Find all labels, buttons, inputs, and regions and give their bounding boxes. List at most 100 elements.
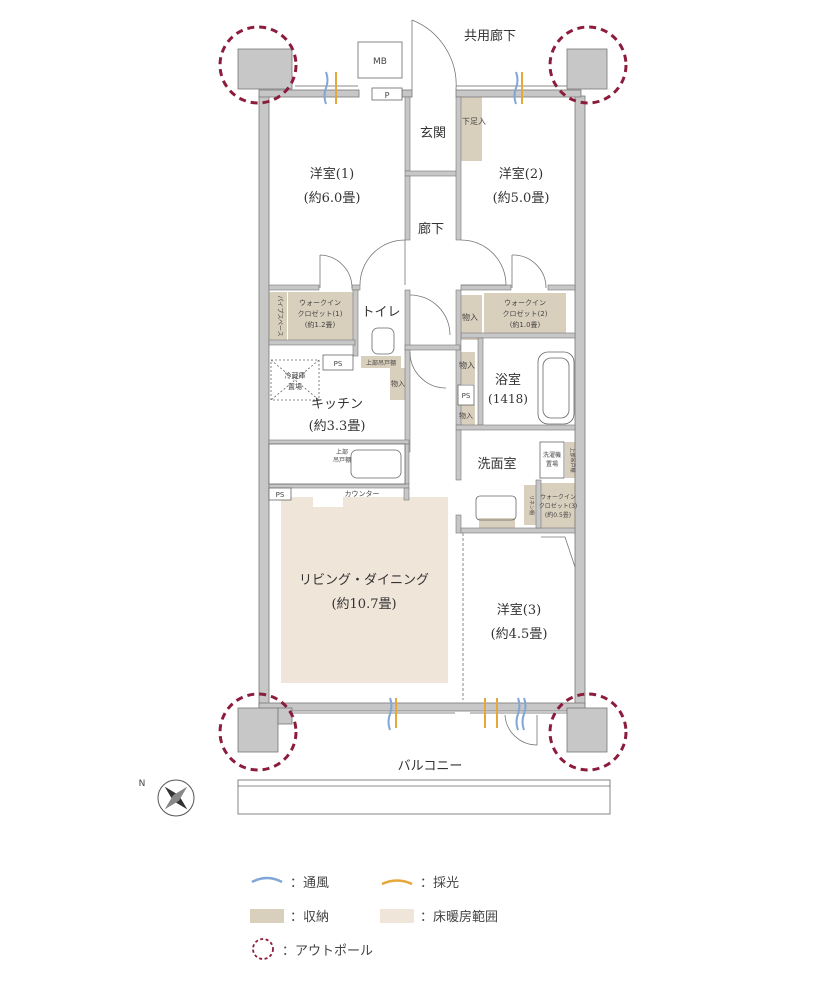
wall-inner (460, 284, 512, 291)
wic1-label-1: ウォークイン (299, 299, 341, 307)
p-box (371, 87, 403, 101)
floor-heating-swatch (380, 908, 414, 923)
fridge-label-1: 冷蔵庫 (285, 371, 306, 380)
door-hall-right (460, 239, 507, 286)
wash-basin (475, 495, 517, 521)
wall-inner (404, 344, 461, 351)
upper-cab-label: 上部吊戸棚 (366, 359, 396, 367)
wic1-label-3: (約1.2畳) (305, 320, 336, 329)
room3-name: 洋室(3) (497, 602, 541, 618)
entrance-label: 玄関 (420, 126, 446, 141)
legend-floor-heating: ：床暖房範囲 (380, 906, 498, 925)
shoe-fill (458, 97, 482, 161)
wall-left (258, 95, 270, 707)
washer-label-1: 洗濯機 (543, 451, 561, 459)
ldk-size: (約10.7畳) (331, 597, 396, 612)
mb-box (357, 41, 403, 79)
wic2-label-1: ウォークイン (504, 299, 546, 307)
kitchen-name: キッチン (311, 397, 363, 412)
storage-label: 物入 (462, 312, 478, 322)
wall-top-mid (401, 89, 413, 98)
washer-fill (565, 442, 577, 478)
storage-fill (390, 368, 405, 400)
ps-box-3 (268, 487, 292, 501)
room1-name: 洋室(1) (310, 166, 354, 182)
door-ldk (409, 351, 447, 389)
kitchen-size: (約3.3畳) (309, 419, 366, 434)
room2-name: 洋室(2) (499, 166, 543, 182)
wall-inner (404, 96, 411, 172)
storage-label: 物入 (459, 360, 475, 370)
storage-fill (458, 352, 475, 384)
wall-inner (268, 439, 410, 445)
wall-inner (455, 514, 462, 534)
entrance-door (411, 19, 457, 91)
ventilation-mark (513, 71, 519, 105)
wic3-label-2: クロゼット(3) (539, 502, 578, 510)
ps-box-2 (457, 384, 475, 406)
corridor-label: 共用廊下 (464, 28, 516, 44)
upper-cab-fill (361, 356, 401, 368)
door-hall-left (359, 239, 406, 286)
outpole-marker (548, 692, 628, 772)
storage-fill (458, 295, 482, 340)
balcony-label: バルコニー (398, 759, 463, 774)
door-balcony (504, 714, 538, 746)
wall-inner (460, 527, 576, 534)
wall-inner (404, 349, 411, 453)
wall-inner (403, 487, 410, 501)
ps-label: PS (334, 360, 343, 368)
wall-inner (404, 289, 411, 351)
room2-size: (約5.0畳) (493, 191, 550, 206)
bathtub (537, 351, 575, 425)
ps-label: PS (276, 491, 285, 499)
wall-bottom (258, 702, 586, 712)
washer-label-2: 置場 (546, 460, 558, 468)
wic2-label-3: (約1.0畳) (510, 320, 541, 329)
floor-heating-area (313, 497, 343, 507)
outpole-marker (218, 25, 298, 105)
toilet-bowl (371, 327, 395, 355)
room1-size: (約6.0畳) (304, 191, 361, 206)
pillar-tl (237, 48, 293, 90)
wall-inner (547, 284, 576, 291)
ventilation-mark (387, 697, 393, 731)
upper-cab3-label: 上部吊戸棚 (569, 447, 576, 472)
wic1-fill (288, 292, 353, 340)
door-toilet (409, 294, 451, 336)
outpole-marker (548, 25, 628, 105)
wall-inner (351, 284, 361, 291)
ps-label: PS (462, 392, 471, 400)
shoe-label: 下足入 (462, 117, 486, 126)
wic3-fill (539, 483, 577, 528)
wic3-label-1: ウォークイン (540, 493, 576, 501)
outpole-icon (252, 938, 274, 960)
door-room1 (319, 254, 353, 289)
door-wic3 (541, 536, 576, 568)
hall-label: 廊下 (418, 221, 444, 237)
wall-inner (268, 339, 356, 346)
wic2-fill (484, 293, 566, 333)
pillar-tr (566, 48, 608, 90)
wall-top-left (258, 89, 360, 98)
wall-inner (455, 424, 576, 431)
storage-label: 物入 (459, 411, 473, 420)
wall-inner (535, 479, 542, 529)
wall-inner (404, 170, 458, 177)
wall-inner (455, 96, 462, 241)
pillar-bl-stub (277, 707, 293, 725)
counter-label: カウンター (345, 489, 380, 498)
ventilation-mark (521, 697, 527, 731)
legend-ventilation: ：通風 (250, 872, 329, 891)
daylight-icon (381, 878, 413, 885)
room3-size: (約4.5畳) (491, 627, 548, 642)
toilet-label: トイレ (361, 305, 400, 320)
washroom-label: 洗面室 (477, 456, 516, 472)
wic1-label-2: クロゼット(1) (298, 309, 343, 318)
wic2-label-2: クロゼット(2) (503, 309, 548, 318)
upper-cab2-label-1: 上部 (336, 448, 348, 456)
wall-inner (268, 483, 410, 489)
wall-inner (404, 175, 411, 241)
pipe-fill (269, 292, 287, 340)
floor-plan: 共用廊下 バルコニー MB P 玄関 下足入 廊下 洋室(1) (約6.0畳) … (139, 19, 628, 817)
